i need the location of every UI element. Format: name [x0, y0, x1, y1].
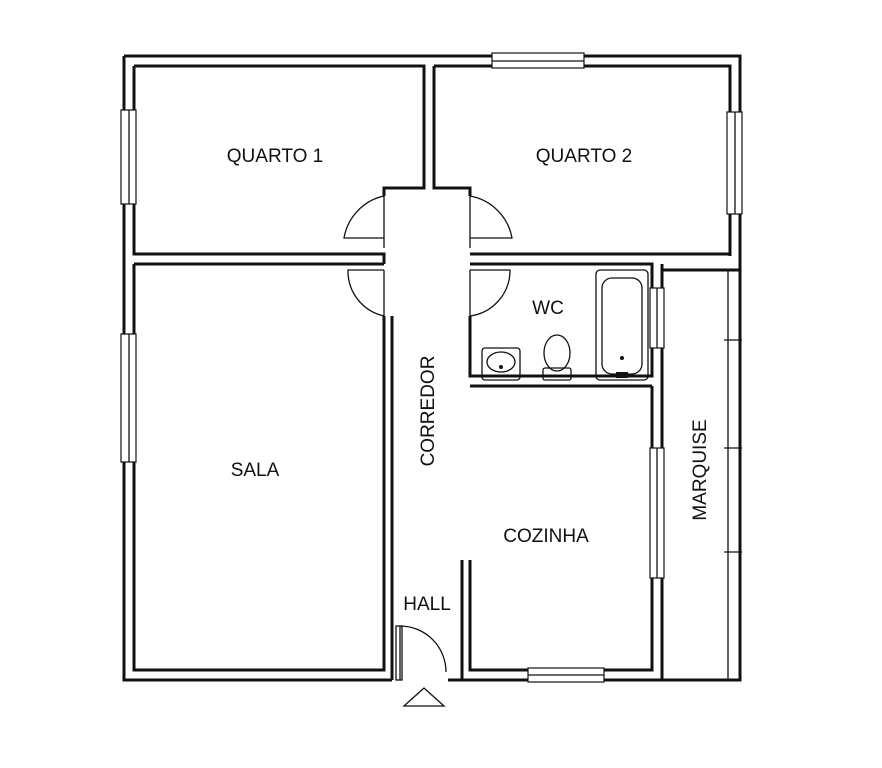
bathtub-icon [595, 269, 649, 381]
room-label-quarto2: QUARTO 2 [536, 146, 632, 167]
room-label-corredor: CORREDOR [418, 356, 439, 467]
room-label-sala: SALA [231, 460, 280, 481]
room-label-cozinha: COZINHA [503, 526, 589, 547]
door-wc [469, 269, 511, 317]
entrance-arrow-icon [402, 687, 446, 707]
sink-icon [481, 347, 521, 381]
door-entrance [399, 625, 447, 680]
room-label-wc: WC [532, 298, 564, 319]
toilet-icon [542, 334, 572, 381]
room-label-quarto1: QUARTO 1 [227, 146, 323, 167]
doors [343, 195, 513, 681]
door-quarto1 [343, 195, 385, 248]
wc-fixtures [481, 269, 649, 381]
door-quarto2 [469, 195, 513, 248]
room-label-marquise: MARQUISE [690, 419, 711, 520]
door-sala [347, 269, 385, 317]
room-label-hall: HALL [403, 594, 451, 615]
windows [120, 52, 743, 683]
